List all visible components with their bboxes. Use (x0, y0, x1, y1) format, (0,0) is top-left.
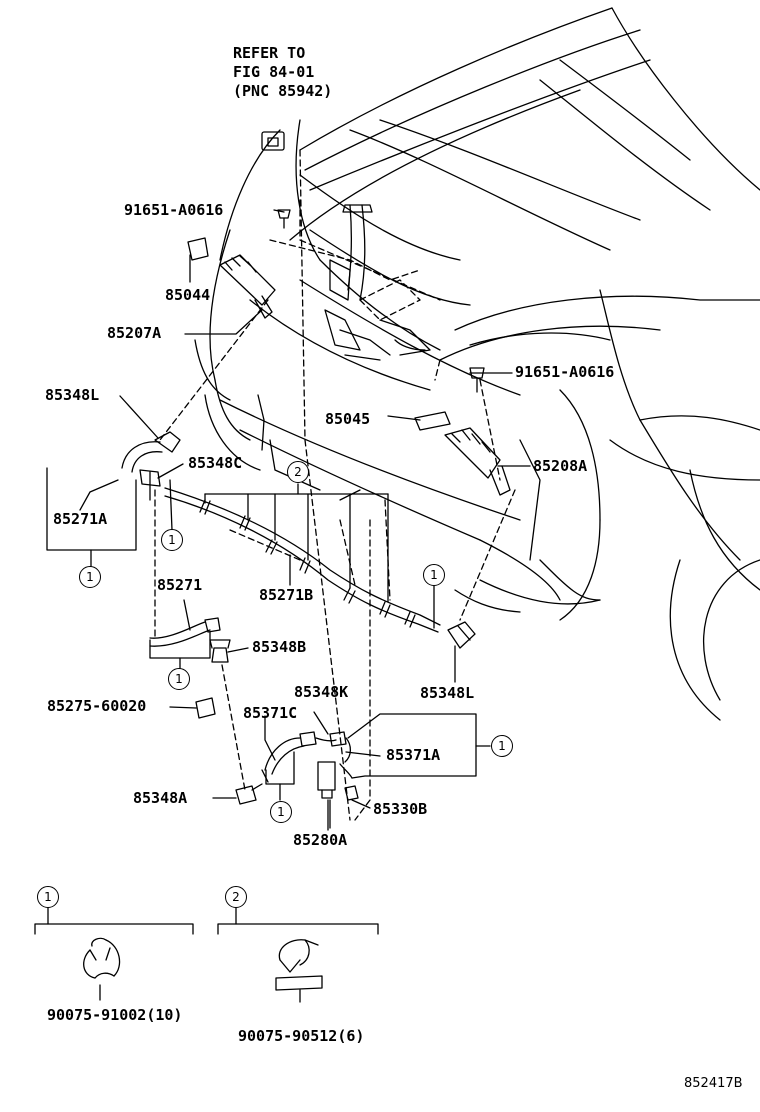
label-85348L-top: 85348L (45, 386, 100, 404)
label-85045: 85045 (325, 410, 371, 428)
callout-1-bracket-d: 1 (270, 801, 292, 823)
connector-parts (121, 131, 511, 831)
legend-callout-2: 2 (225, 886, 247, 908)
label-85207A: 85207A (107, 324, 162, 342)
label-bolt-upper: 91651-A0616 (124, 201, 224, 219)
refer-line-2: FIG 84-01 (233, 63, 315, 81)
label-85280A: 85280A (293, 831, 348, 849)
refer-line-1: REFER TO (233, 44, 306, 62)
label-85271A: 85271A (53, 510, 108, 528)
clip-1-legend (34, 907, 194, 1001)
diagram-code: 852417B (684, 1076, 743, 1091)
label-clip-2-part: 90075-90512(6) (238, 1027, 365, 1045)
label-85044: 85044 (165, 286, 211, 304)
label-85330B: 85330B (373, 800, 428, 818)
callout-brackets (46, 467, 491, 801)
label-85348A: 85348A (133, 789, 188, 807)
legend-callout-1: 1 (37, 886, 59, 908)
label-bolt-right: 91651-A0616 (515, 363, 615, 381)
callout-1-bracket-c: 1 (491, 735, 513, 757)
label-85348B: 85348B (252, 638, 307, 656)
clip-2-legend (217, 907, 379, 1003)
callout-1-bracket-b: 1 (168, 668, 190, 690)
label-85371C: 85371C (243, 704, 298, 722)
dashed-leaders (154, 149, 516, 821)
callout-1-bracket-a: 1 (79, 566, 101, 588)
callout-1-hose-b: 1 (423, 564, 445, 586)
label-85348L-bottom: 85348L (420, 684, 475, 702)
refer-note: REFER TO FIG 84-01 (PNC 85942) (233, 44, 332, 101)
label-85348K: 85348K (294, 683, 349, 701)
callout-1-hose-a: 1 (161, 529, 183, 551)
label-clip-1-part: 90075-91002(10) (47, 1006, 183, 1024)
refer-line-3: (PNC 85942) (233, 82, 333, 100)
label-85271B: 85271B (259, 586, 314, 604)
label-85275: 85275-60020 (47, 697, 147, 715)
label-85208A: 85208A (533, 457, 588, 475)
label-85348C: 85348C (188, 454, 243, 472)
leader-lines (79, 209, 531, 829)
callout-2-hose: 2 (287, 461, 309, 483)
vehicle-body-outline (194, 7, 760, 721)
washer-reservoir (324, 204, 431, 361)
label-85371A: 85371A (386, 746, 441, 764)
label-85271: 85271 (157, 576, 203, 594)
